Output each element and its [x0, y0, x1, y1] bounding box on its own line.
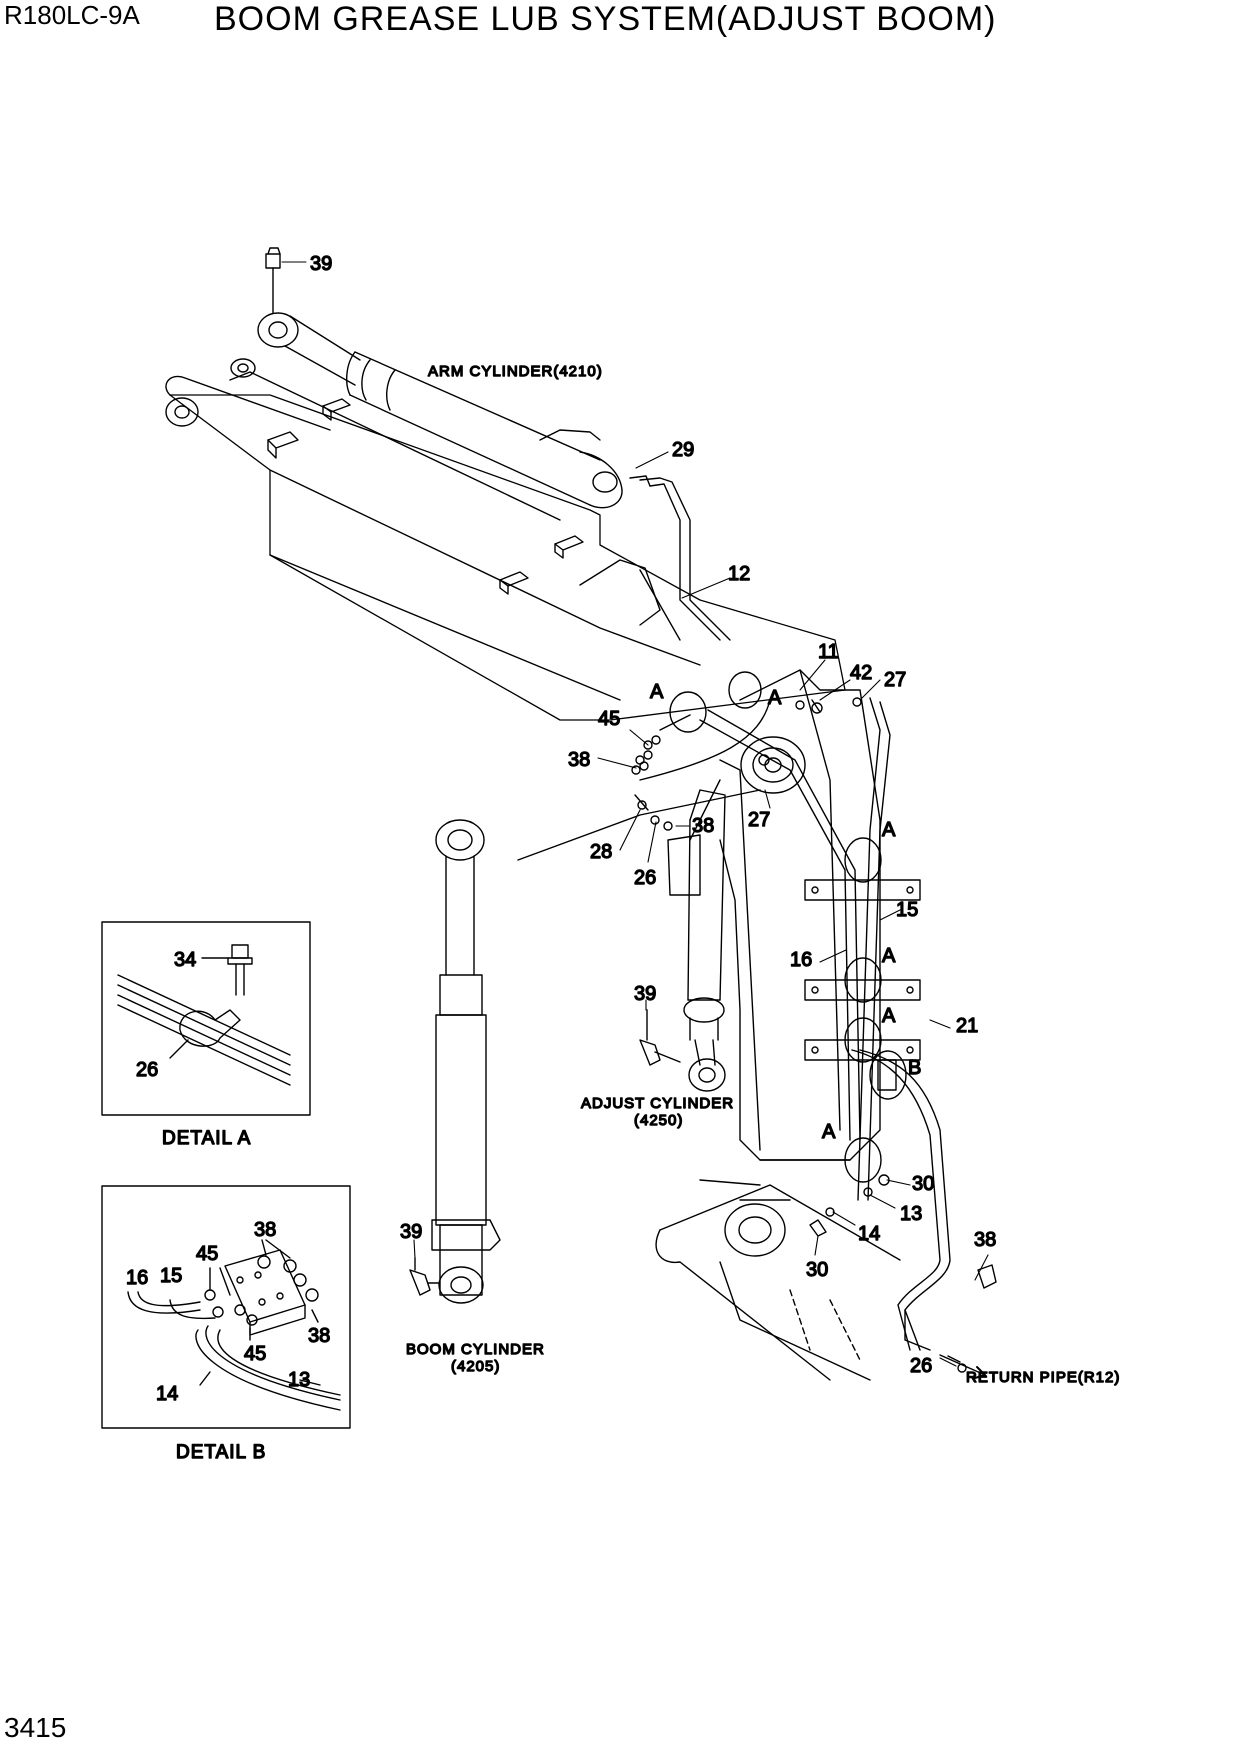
arm-cylinder-label: ARM CYLINDER(4210): [428, 363, 603, 380]
callout-38-right: 38: [974, 1229, 996, 1251]
detail-b-box: [101, 1185, 351, 1429]
boom-cylinder-code: (4205): [451, 1358, 500, 1375]
leader-lines: [281, 261, 989, 1367]
detail-b-callout-15: 15: [160, 1265, 182, 1287]
callout-27-mid: 27: [748, 809, 770, 831]
boom-cylinder-label: BOOM CYLINDER: [406, 1341, 545, 1358]
callout-26-mid: 26: [634, 867, 656, 889]
detail-a-box: [101, 921, 311, 1116]
detail-a-caption: DETAIL A: [162, 1128, 251, 1149]
page-title: BOOM GREASE LUB SYSTEM(ADJUST BOOM): [214, 0, 997, 38]
boom-cylinder: [409, 819, 501, 1304]
callout-26-bottom: 26: [910, 1355, 932, 1377]
fittings: [631, 697, 997, 1373]
callout-a-low: A: [822, 1121, 836, 1143]
callout-13: 13: [900, 1203, 922, 1225]
detail-b-callout-45-bottom: 45: [244, 1343, 266, 1365]
callout-14: 14: [858, 1223, 880, 1245]
detail-b-callout-38-right: 38: [308, 1325, 330, 1347]
callout-42: 42: [850, 662, 872, 684]
boom-structure: [517, 669, 921, 1381]
detail-markers: [669, 671, 907, 1183]
callout-a-left: A: [650, 681, 664, 703]
callout-39-top: 39: [310, 253, 332, 275]
callout-b: B: [908, 1057, 921, 1079]
arm-cylinder: [257, 247, 731, 641]
detail-b-callout-14: 14: [156, 1383, 178, 1405]
callout-21: 21: [956, 1015, 978, 1037]
callout-38-mid: 38: [692, 815, 714, 837]
callout-a-upper: A: [882, 819, 896, 841]
callout-numbers: 39 29 12 11 42 27 A A 45 38 27 38 28 26 …: [125, 252, 997, 1405]
callout-39-boom: 39: [400, 1221, 422, 1243]
page-number: 3415: [4, 1712, 67, 1743]
adjust-cylinder-label: ADJUST CYLINDER: [581, 1095, 734, 1112]
adjust-cylinder-code: (4250): [634, 1112, 683, 1129]
callout-28: 28: [590, 841, 612, 863]
callout-a-right: A: [768, 687, 782, 709]
grease-pipes: [699, 697, 986, 1379]
callout-29: 29: [672, 439, 694, 461]
detail-b-callout-38-top: 38: [254, 1219, 276, 1241]
arm-structure: [165, 358, 846, 721]
detail-b-callout-45-top: 45: [196, 1243, 218, 1265]
callout-38-left: 38: [568, 749, 590, 771]
callout-a-mid: A: [882, 945, 896, 967]
callout-45: 45: [598, 708, 620, 730]
model-number: R180LC-9A: [4, 0, 140, 30]
callout-30-low: 30: [806, 1259, 828, 1281]
callout-11: 11: [818, 641, 839, 663]
detail-a-callout-34: 34: [174, 949, 196, 971]
callout-15: 15: [896, 899, 918, 921]
detail-a-callout-26: 26: [136, 1059, 158, 1081]
adjust-cylinder: [639, 789, 726, 1092]
callout-39-adjust: 39: [634, 983, 656, 1005]
detail-b-callout-13: 13: [288, 1369, 310, 1391]
callout-30-right: 30: [912, 1173, 934, 1195]
callout-12: 12: [728, 563, 750, 585]
callout-27-right: 27: [884, 669, 906, 691]
detail-b-caption: DETAIL B: [176, 1442, 266, 1463]
return-pipe-label: RETURN PIPE(R12): [966, 1369, 1120, 1386]
detail-b-callout-16: 16: [126, 1267, 148, 1289]
callout-a-mid2: A: [882, 1005, 896, 1027]
callout-16: 16: [790, 949, 812, 971]
